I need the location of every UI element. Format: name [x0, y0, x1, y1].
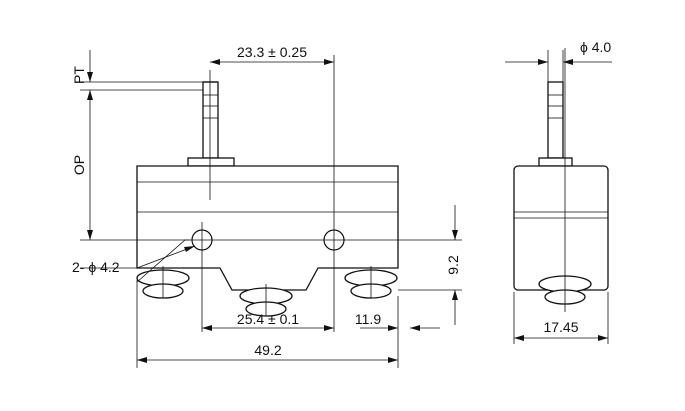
plunger-dia-label: ϕ 4.0 — [580, 39, 611, 55]
front-plunger — [187, 81, 235, 167]
stroke-span-label: 23.3 ± 0.25 — [237, 44, 307, 60]
side-housing — [513, 165, 609, 291]
front-view — [136, 55, 462, 332]
terminal-middle — [239, 284, 293, 317]
side-view — [513, 48, 609, 312]
terminal-offset-label: 11.9 — [355, 311, 381, 327]
pt-label: PT — [71, 66, 87, 84]
side-dimensions: ϕ 4.0 17.45 — [505, 39, 612, 344]
hole-dia-label: 2- ϕ 4.2 — [72, 259, 120, 275]
terminal-right — [344, 266, 398, 299]
height-92-label: 9.2 — [445, 255, 461, 275]
op-label: OP — [71, 155, 87, 175]
overall-length-label: 49.2 — [254, 342, 281, 358]
width-label: 17.45 — [543, 319, 578, 335]
front-dimensions: PT OP 23.3 ± 0.25 2- ϕ 4.2 9.2 25.4 ± 0.… — [71, 44, 462, 368]
terminal-left — [136, 266, 190, 299]
hole-spacing-label: 25.4 ± 0.1 — [237, 311, 299, 327]
